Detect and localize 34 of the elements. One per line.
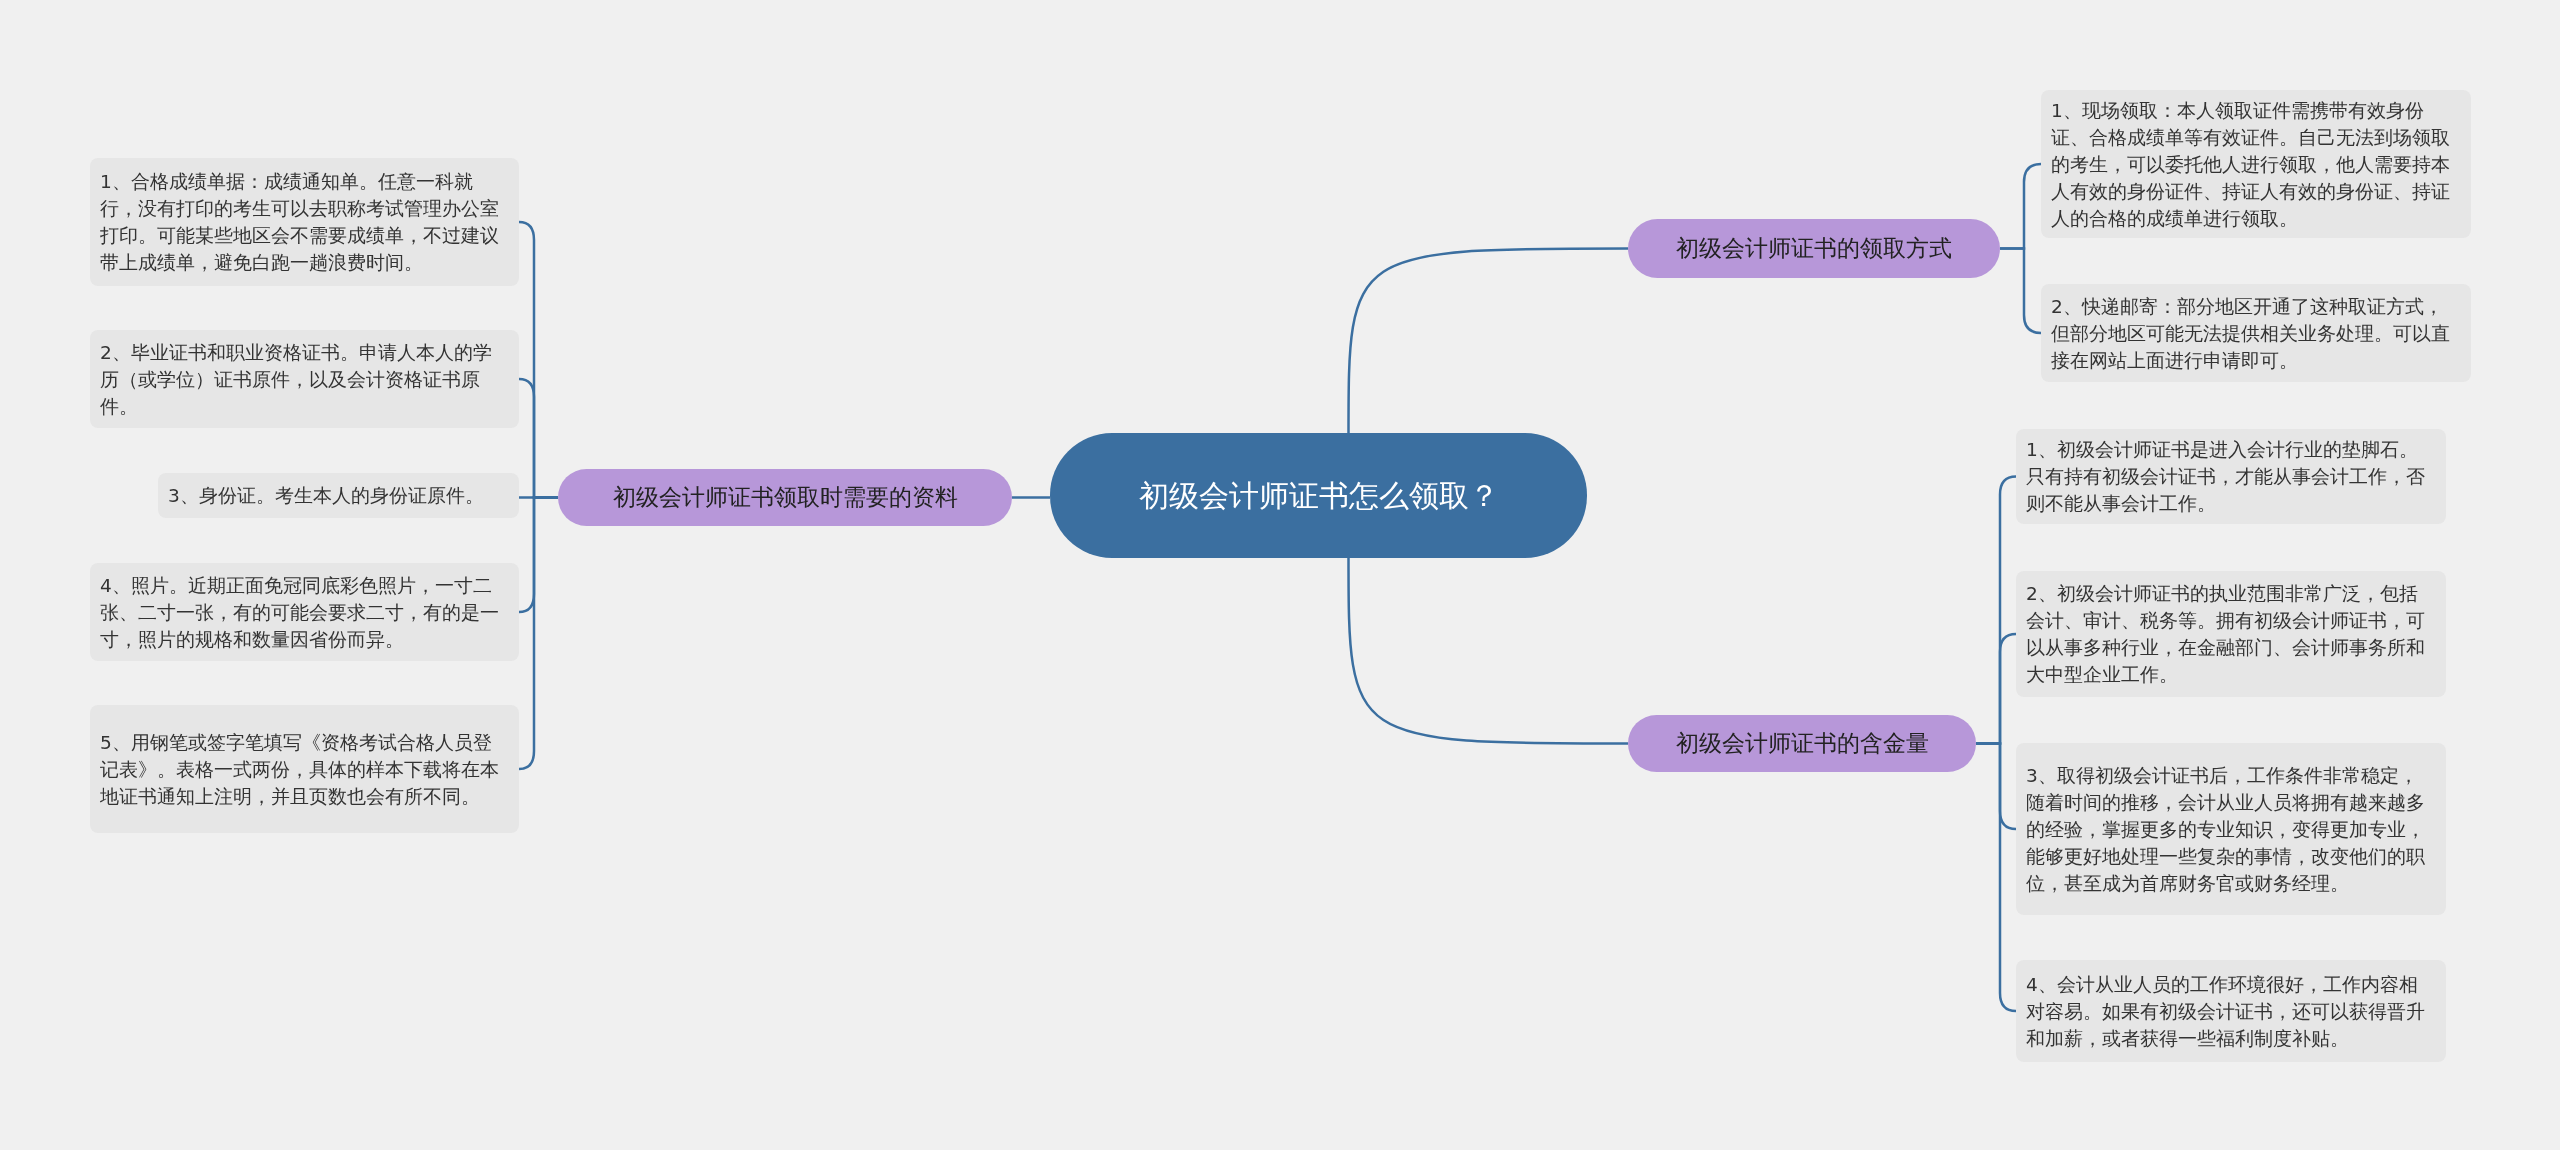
note-card	[90, 563, 519, 661]
note-text: 5、用钢笔或签字笔填写《资格考试合格人员登记表》。表格一式两份，具体的样本下载将在本地证书通知上注明，并且页数也会有所不同。	[100, 730, 500, 809]
note-text: 2、初级会计师证书的执业范围非常广泛，包括会计、审计、税务等。拥有初级会计师证书，可以从事多种行业，在金融部门、会计师事务所和大中型企业工作。	[2026, 582, 2426, 687]
note-card	[2041, 284, 2471, 382]
topic-text: 初级会计师证书的领取方式	[1676, 234, 1952, 263]
note-text: 1、合格成绩单据：成绩通知单。任意一科就行，没有打印的考生可以去职称考试管理办公室打印。可能某些地区会不需要成绩单，不过建议带上成绩单，避免白跑一趟浪费时间。	[100, 170, 500, 275]
note-card	[90, 158, 519, 286]
note-text: 3、取得初级会计证书后，工作条件非常稳定，随着时间的推移，会计从业人员将拥有越来越多的经验，掌握更多的专业知识，变得更加专业，能够更好地处理一些复杂的事情，改变他们的职位，甚至成为首席财务官或财务经理。	[2026, 763, 2426, 896]
connector-line	[1347, 247, 1628, 435]
note-card	[2016, 429, 2446, 524]
branch-topic	[1628, 715, 1976, 772]
note-card	[90, 705, 519, 833]
connector-line	[2000, 247, 2042, 335]
topic-text: 初级会计师证书领取时需要的资料	[612, 483, 958, 512]
note-text: 4、照片。近期正面免冠同底彩色照片，一寸二张、二寸一张，有的可能会要求二寸，有的是一寸，照片的规格和数量因省份而异。	[100, 573, 500, 652]
branch-topic	[558, 469, 1012, 526]
connector-line	[518, 496, 558, 771]
note-card	[2016, 571, 2446, 697]
topic-text: 初级会计师证书的含金量	[1675, 729, 1929, 758]
note-text: 4、会计从业人员的工作环境很好，工作内容相对容易。如果有初级会计证书，还可以获得晋升和加薪，或者获得一些福利制度补贴。	[2026, 972, 2426, 1051]
note-text: 1、现场领取：本人领取证件需携带有效身份证、合格成绩单等有效证件。自己无法到场领取的考生，可以委托他人进行领取，他人需要持本人有效的身份证件、持证人有效的身份证、持证人的合格的成绩单进行领取。	[2051, 98, 2451, 231]
connector-line	[1976, 742, 2017, 1013]
note-text: 2、快递邮寄：部分地区开通了这种取证方式，但部分地区可能无法提供相关业务处理。可以直接在网站上面进行申请即可。	[2051, 294, 2451, 373]
note-text: 1、初级会计师证书是进入会计行业的垫脚石。只有持有初级会计证书，才能从事会计工作，否则不能从事会计工作。	[2026, 438, 2426, 516]
note-text: 2、毕业证书和职业资格证书。申请人本人的学历（或学位）证书原件，以及会计资格证书原件。	[100, 340, 493, 419]
note-card	[2016, 743, 2446, 915]
note-card	[158, 473, 519, 518]
connector-line	[1347, 556, 1628, 745]
note-card	[90, 330, 519, 428]
note-text: 3、身份证。考生本人的身份证原件。	[168, 484, 484, 508]
note-card	[2016, 960, 2446, 1062]
note-card	[2041, 90, 2471, 238]
topic-text: 初级会计师证书怎么领取？	[1138, 476, 1499, 515]
connector-line	[1012, 496, 1050, 499]
